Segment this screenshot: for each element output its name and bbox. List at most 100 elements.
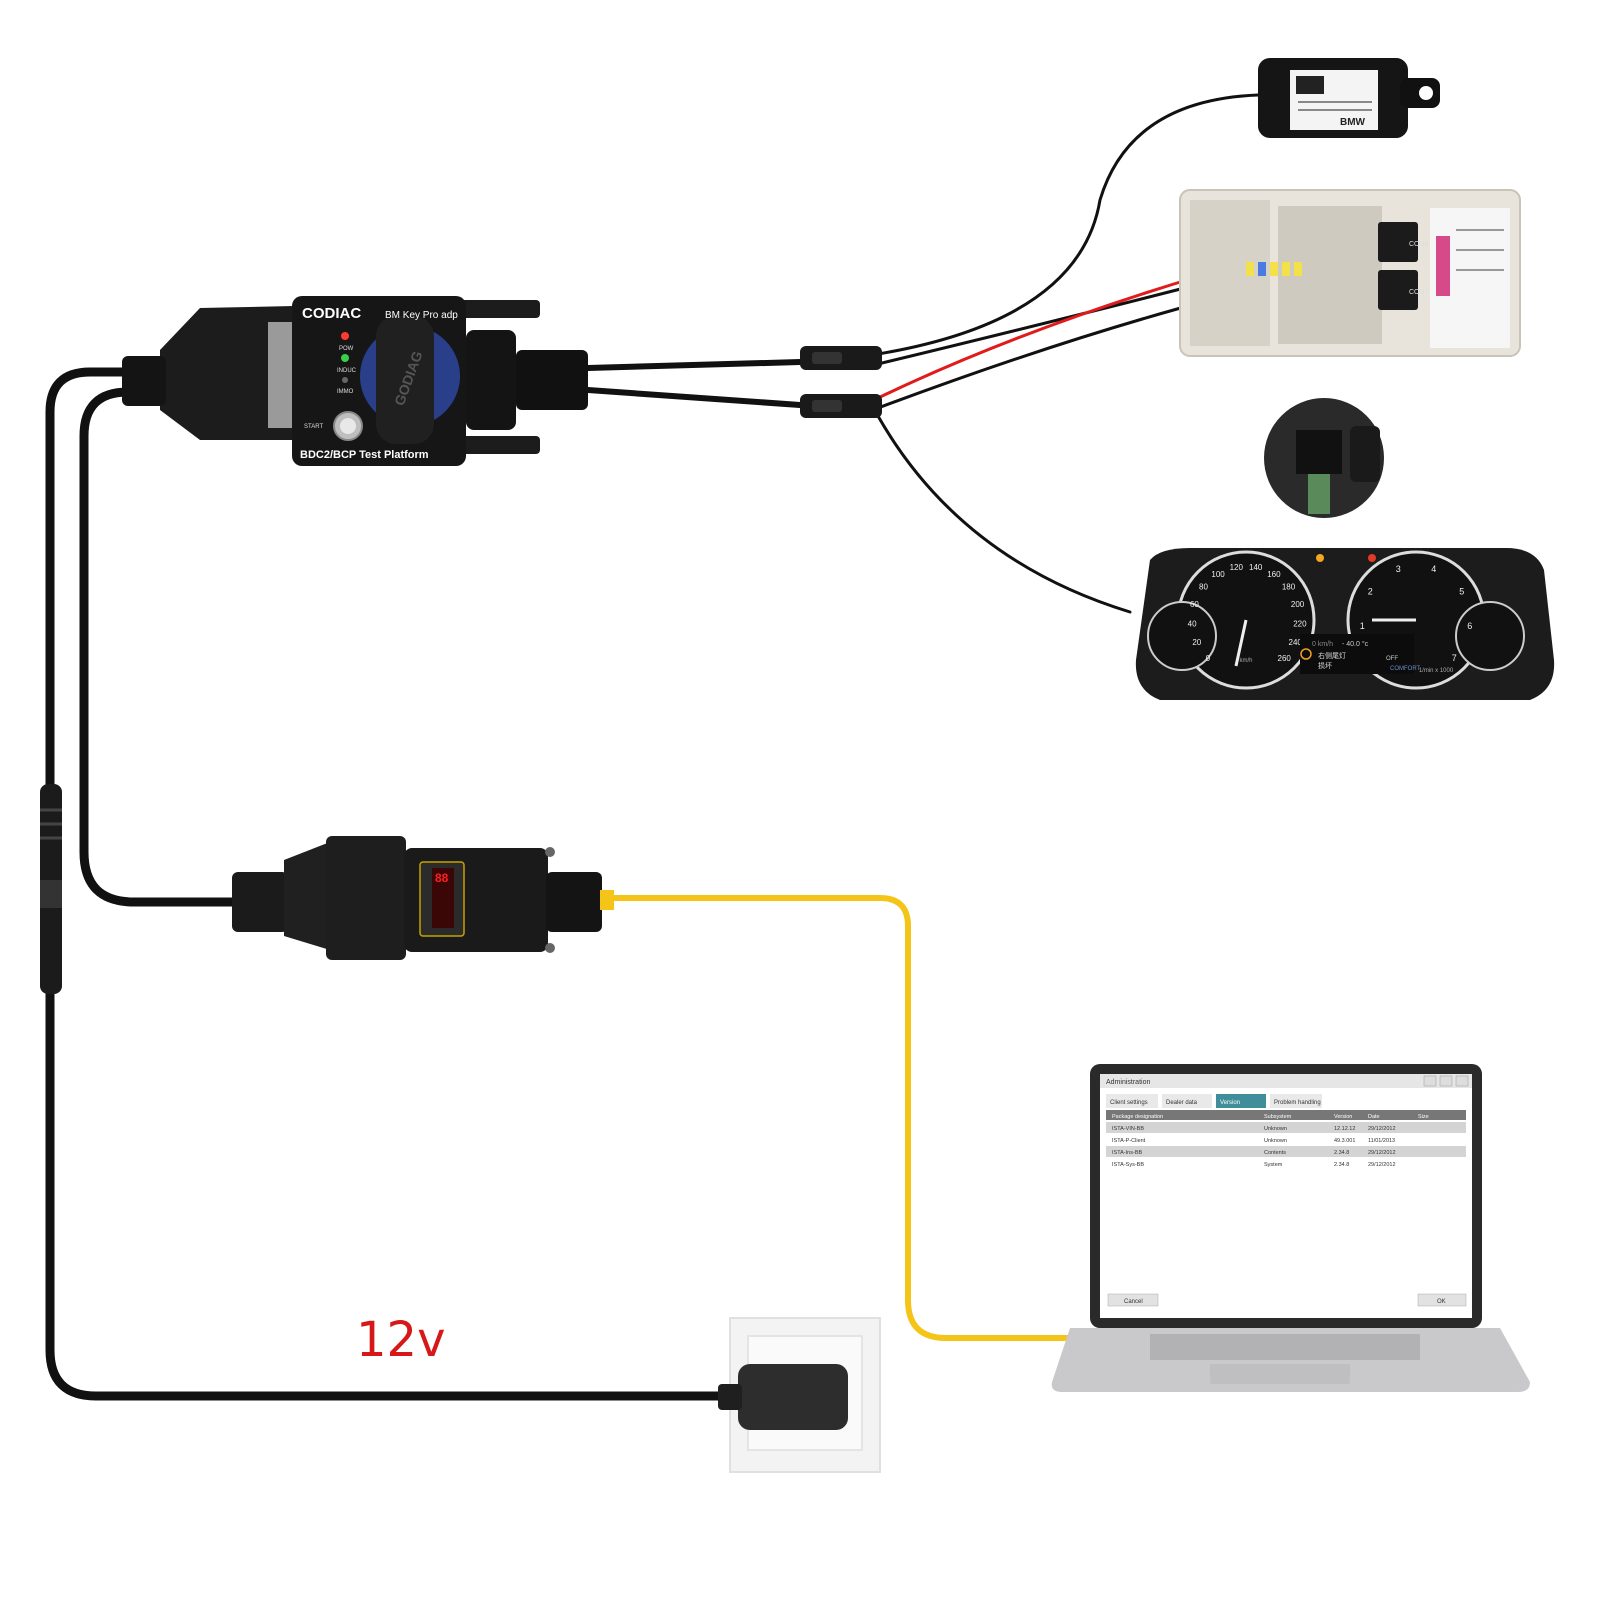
speed-tick-label: 80	[1199, 583, 1208, 592]
close-icon[interactable]	[1455, 1075, 1469, 1087]
table-cell: 2.34.8	[1334, 1162, 1349, 1168]
speed-tick-label: 180	[1282, 583, 1296, 592]
rpm-tick-label: 2	[1368, 586, 1373, 596]
obd-link-cable	[79, 387, 245, 907]
wire-red-bdc	[876, 274, 1202, 400]
table-cell: Unknown	[1264, 1126, 1287, 1132]
message-line-2: 损坏	[1318, 661, 1332, 670]
led-label-pow: POW	[339, 346, 354, 352]
usb-cable	[609, 895, 1095, 1341]
table-cell: 2.34.8	[1334, 1150, 1349, 1156]
connector-closeup	[1264, 398, 1384, 518]
table-cell: ISTA-VIN-BB	[1112, 1126, 1144, 1132]
window-title: Administration	[1106, 1079, 1150, 1086]
rpm-tick-label: 5	[1459, 586, 1464, 596]
column-header: Version	[1334, 1114, 1352, 1120]
barrel-joint	[40, 784, 62, 994]
table-row[interactable]	[1106, 1146, 1466, 1157]
speed-tick-label: 120	[1230, 563, 1244, 572]
adapter-model: BM Key Pro adp	[385, 310, 458, 321]
cable-to-immo	[876, 93, 1260, 356]
speed-readout: 0 km/h	[1312, 641, 1333, 648]
table-cell: ISTA-Sys-BB	[1112, 1162, 1144, 1168]
rpm-tick-label: 3	[1396, 564, 1401, 574]
version-table: Package designation Subsystem Version Da…	[1106, 1110, 1466, 1169]
table-cell: 29/12/2012	[1368, 1162, 1396, 1168]
trackpad	[1210, 1364, 1350, 1384]
speed-tick-label: 100	[1211, 570, 1225, 579]
speed-tick-label: 240	[1289, 638, 1303, 647]
speed-tick-label: 200	[1291, 600, 1305, 609]
led-label-induc: INDUC	[337, 368, 357, 374]
warning-icon	[1316, 554, 1324, 562]
speed-tick-label: 60	[1190, 600, 1199, 609]
table-cell: ISTA-P-Client	[1112, 1138, 1146, 1144]
splitter-connectors	[800, 346, 882, 418]
rpm-tick-label: 6	[1467, 621, 1472, 631]
column-header: Date	[1368, 1114, 1380, 1120]
pow-led	[341, 332, 349, 340]
rpm-unit: 1/min x 1000	[1419, 668, 1454, 674]
speed-tick-label: 160	[1267, 570, 1281, 579]
immo-label: BMW	[1340, 117, 1366, 128]
tab-bar: Client settings Dealer data Version Prob…	[1106, 1094, 1322, 1108]
immobilizer-module: BMW	[1258, 58, 1440, 138]
induc-led	[341, 354, 349, 362]
rpm-tick-label: 1	[1360, 621, 1365, 631]
tab-problem-handling[interactable]	[1270, 1094, 1322, 1108]
help-icon[interactable]	[1439, 1075, 1453, 1087]
temperature-readout: - 40.0 °c	[1342, 640, 1369, 648]
speed-tick-label: 220	[1293, 619, 1307, 628]
speed-tick-label: 140	[1249, 563, 1263, 572]
adapter-platform: BDC2/BCP Test Platform	[300, 449, 429, 461]
obd-connector: 88	[232, 836, 614, 960]
bdc-connector-con7: CON7	[1409, 289, 1429, 296]
table-cell: 29/12/2012	[1368, 1126, 1396, 1132]
tab-client-settings[interactable]	[1106, 1094, 1158, 1108]
table-cell: 49.3.001	[1334, 1138, 1355, 1144]
svg-text:Cancel: Cancel	[1124, 1299, 1143, 1305]
rpm-tick-label: 7	[1452, 653, 1457, 663]
led-label-immo: IMMO	[337, 389, 354, 395]
speed-tick-label: 0	[1206, 654, 1211, 663]
light-warning-icon	[1300, 648, 1312, 660]
table-cell: Contents	[1264, 1150, 1286, 1156]
keyboard	[1150, 1334, 1420, 1360]
table-row[interactable]	[1106, 1158, 1466, 1169]
tab-dealer-data[interactable]	[1162, 1094, 1212, 1108]
status-off: OFF	[1386, 656, 1398, 662]
svg-text:Version: Version	[1220, 1100, 1240, 1106]
splitter-cable-2	[585, 387, 803, 408]
splitter-cable-1	[585, 359, 803, 371]
ok-button[interactable]	[1417, 1293, 1467, 1307]
speed-tick-label: 40	[1188, 619, 1197, 628]
svg-text:Dealer data: Dealer data	[1166, 1100, 1198, 1106]
brake-icon	[1368, 554, 1376, 562]
speed-tick-label: 260	[1278, 654, 1292, 663]
table-cell: 11/01/2013	[1368, 1138, 1395, 1144]
power-cable	[45, 367, 747, 1401]
print-icon[interactable]	[1423, 1075, 1437, 1087]
table-row[interactable]	[1106, 1122, 1466, 1133]
adapter-brand: CODIAC	[302, 305, 361, 322]
bdc-module: CON8 CON7	[1179, 189, 1521, 357]
table-cell: ISTA-Ins-BB	[1112, 1150, 1142, 1156]
svg-text:Client settings: Client settings	[1110, 1100, 1148, 1106]
table-cell: 29/12/2012	[1368, 1150, 1396, 1156]
bm-key-pro-adapter: GODIAG CODIAC BM Key Pro adp BDC2/BCP Te…	[122, 296, 588, 466]
cancel-button[interactable]	[1107, 1293, 1159, 1307]
speed-unit: km/h	[1239, 658, 1252, 664]
column-header: Package designation	[1112, 1114, 1163, 1120]
fuses	[1246, 262, 1302, 276]
tab-version[interactable]	[1216, 1094, 1266, 1108]
svg-text:Problem handling: Problem handling	[1274, 1100, 1321, 1106]
voltage-label: 12v	[356, 1312, 446, 1368]
table-row[interactable]	[1106, 1134, 1466, 1145]
column-header: Subsystem	[1264, 1114, 1292, 1120]
table-cell: 12.12.12	[1334, 1126, 1355, 1132]
svg-text:OK: OK	[1437, 1299, 1446, 1305]
